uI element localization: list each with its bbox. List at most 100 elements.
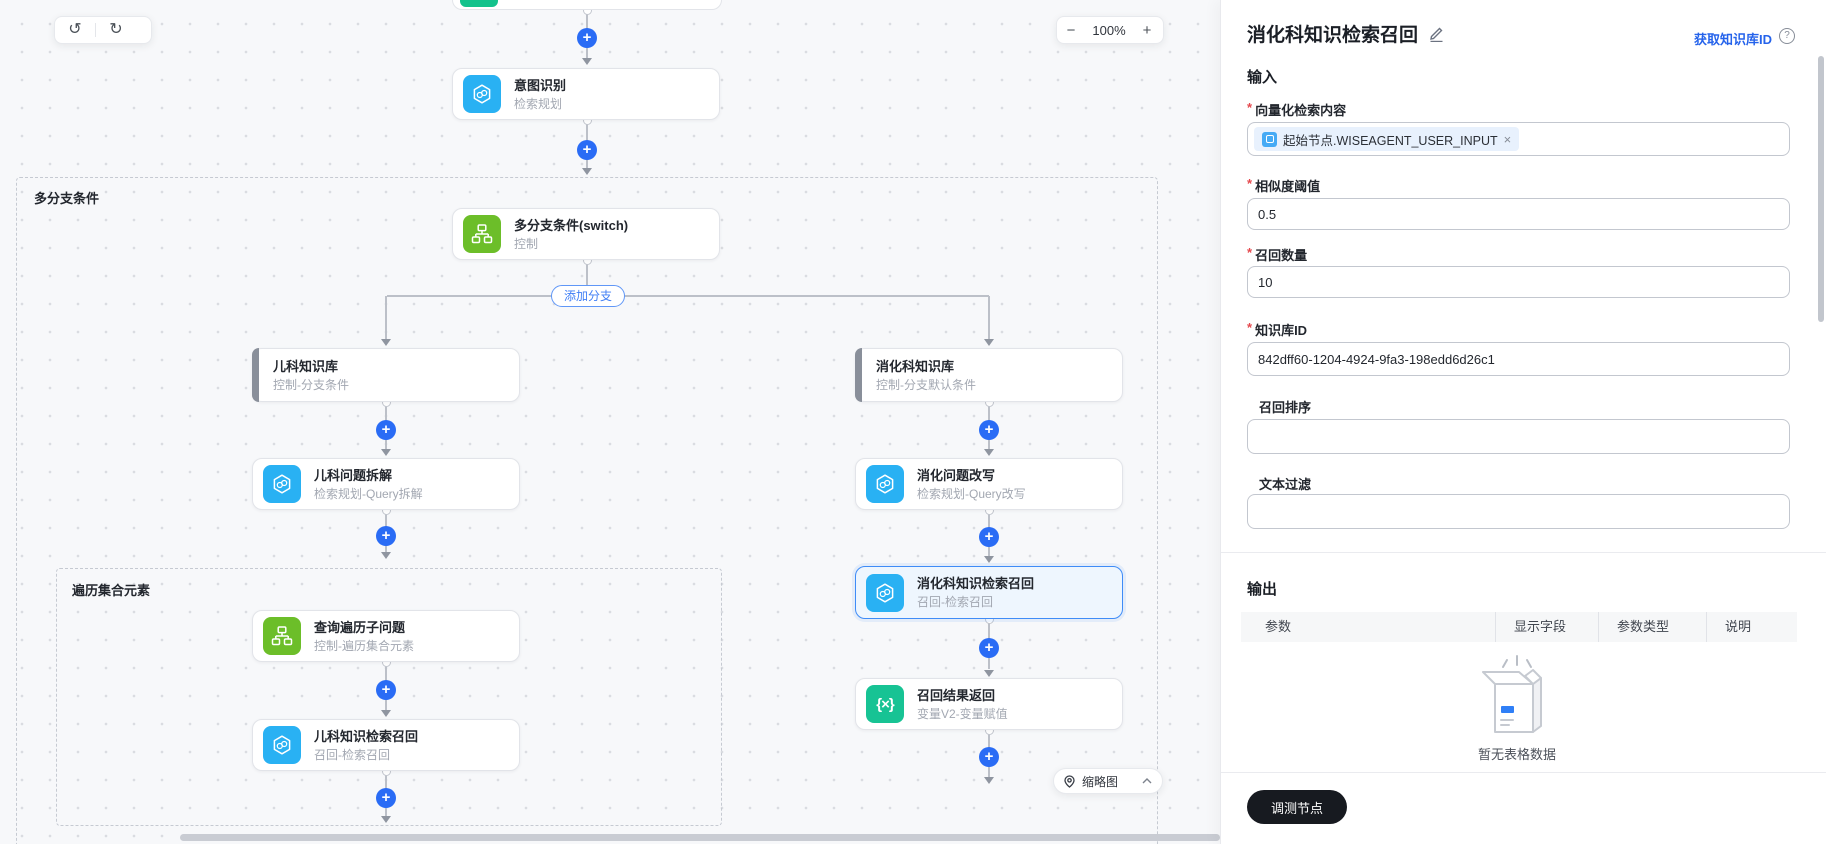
- connector-line: [385, 296, 387, 340]
- node-title: 意图识别: [514, 77, 567, 93]
- required-mark: *: [1247, 176, 1253, 191]
- arrow-down-icon: [381, 552, 391, 559]
- help-icon[interactable]: ?: [1779, 28, 1795, 44]
- add-node-button[interactable]: +: [376, 680, 396, 700]
- arrow-down-icon: [582, 58, 592, 65]
- variable-brace-icon: {×}: [866, 685, 904, 723]
- variable-tag-icon: [1262, 131, 1277, 147]
- empty-table-text: 暂无表格数据: [1477, 747, 1556, 762]
- get-kb-id-link[interactable]: 获取知识库ID: [1694, 32, 1773, 47]
- panel-header: 消化科知识检索召回: [1247, 20, 1445, 47]
- variable-tag[interactable]: 起始节点.WISEAGENT_USER_INPUT ×: [1254, 127, 1520, 151]
- hexagon-model-icon: [866, 465, 904, 503]
- column-header-param-type: 参数类型: [1598, 612, 1706, 642]
- start-node-icon: [460, 0, 498, 7]
- node-text: 消化问题改写 检索规划-Query改写: [917, 467, 1026, 502]
- zoom-out-button[interactable]: −: [1066, 21, 1076, 39]
- field-label-vector-query: * 向量化检索内容: [1247, 100, 1346, 119]
- node-subtitle: 控制-分支条件: [273, 377, 349, 392]
- panel-scrollbar[interactable]: [1818, 56, 1824, 322]
- add-node-button[interactable]: +: [979, 747, 999, 767]
- node-result-return[interactable]: {×} 召回结果返回 变量V2-变量赋值: [855, 678, 1123, 730]
- zoom-level: 100%: [1092, 22, 1126, 38]
- add-node-button[interactable]: +: [979, 527, 999, 547]
- kb-id-input[interactable]: [1247, 342, 1790, 376]
- add-node-button[interactable]: +: [979, 420, 999, 440]
- node-digest-query-rewrite[interactable]: 消化问题改写 检索规划-Query改写: [855, 458, 1123, 510]
- branch-accent-bar: [855, 348, 862, 402]
- add-node-button[interactable]: +: [577, 28, 597, 48]
- location-pin-icon: [1064, 774, 1075, 788]
- label-text: 召回排序: [1259, 400, 1312, 415]
- minimap-label: 缩略图: [1082, 774, 1119, 789]
- node-pediatric-kb-branch[interactable]: 儿科知识库 控制-分支条件: [252, 348, 520, 402]
- field-label-kb-id: * 知识库ID: [1247, 320, 1307, 339]
- add-node-button[interactable]: +: [376, 420, 396, 440]
- add-node-button[interactable]: +: [979, 638, 999, 658]
- node-intent-recognition[interactable]: 意图识别 检索规划: [452, 68, 720, 120]
- recall-sort-input[interactable]: [1247, 419, 1790, 454]
- label-text: 向量化检索内容: [1255, 103, 1347, 118]
- node-title: 消化科知识检索召回: [917, 576, 1035, 591]
- output-section-heading: 输出: [1247, 581, 1278, 598]
- connector-line: [988, 296, 990, 340]
- canvas-horizontal-scrollbar[interactable]: [180, 834, 1220, 841]
- node-start-clipped[interactable]: [452, 0, 722, 10]
- node-subtitle: 检索规划: [514, 96, 563, 111]
- minimap-toggle[interactable]: 缩略图: [1053, 768, 1163, 794]
- node-subtitle: 控制-分支默认条件: [876, 377, 976, 392]
- node-subtitle: 召回-检索召回: [314, 747, 390, 762]
- node-config-panel: 消化科知识检索召回 获取知识库ID ? 输入 * 向量化检索内容 起始节点.WI…: [1220, 0, 1826, 844]
- node-text: 召回结果返回 变量V2-变量赋值: [917, 687, 1008, 722]
- node-pediatric-knowledge-recall[interactable]: 儿科知识检索召回 召回-检索召回: [252, 719, 520, 771]
- node-title: 消化科知识库: [876, 358, 955, 374]
- field-label-recall-sort: 召回排序: [1259, 397, 1311, 416]
- edit-pencil-icon[interactable]: [1428, 25, 1445, 42]
- node-title: 儿科知识检索召回: [314, 728, 419, 744]
- node-loop-sub-question[interactable]: 查询遍历子问题 控制-遍历集合元素: [252, 610, 520, 662]
- similarity-input[interactable]: [1247, 198, 1790, 230]
- section-divider: [1221, 552, 1826, 553]
- node-text: 意图识别 检索规划: [514, 77, 566, 112]
- undo-icon[interactable]: ↺: [68, 21, 82, 38]
- redo-icon[interactable]: ↻: [109, 21, 123, 38]
- node-text: 多分支条件(switch) 控制: [514, 217, 628, 252]
- node-digest-kb-branch[interactable]: 消化科知识库 控制-分支默认条件: [855, 348, 1123, 402]
- node-text: 消化科知识库 控制-分支默认条件: [876, 358, 976, 393]
- node-pediatric-query-split[interactable]: 儿科问题拆解 检索规划-Query拆解: [252, 458, 520, 510]
- node-text: 儿科知识检索召回 召回-检索召回: [314, 728, 418, 763]
- workflow-canvas[interactable]: 多分支条件 遍历集合元素: [0, 0, 1220, 844]
- arrow-down-icon: [582, 168, 592, 175]
- node-title: 儿科知识库: [273, 358, 339, 374]
- tag-close-icon[interactable]: ×: [1503, 131, 1512, 147]
- arrow-down-icon: [984, 670, 994, 677]
- group-switch-branches: [16, 177, 1158, 844]
- branch-tree-icon: [463, 215, 501, 253]
- branch-accent-bar: [252, 348, 259, 402]
- chevron-up-icon: [1142, 778, 1152, 784]
- arrow-down-icon: [381, 339, 391, 346]
- add-node-button[interactable]: +: [376, 788, 396, 808]
- add-node-button[interactable]: +: [376, 526, 396, 546]
- undo-redo-toolbar: ↺ ↻: [54, 16, 152, 44]
- field-label-text-filter: 文本过滤: [1259, 474, 1311, 493]
- required-mark: *: [1247, 100, 1253, 115]
- connector-line: [586, 264, 588, 296]
- debug-node-button[interactable]: 调测节点: [1247, 790, 1347, 824]
- recall-count-input[interactable]: [1247, 266, 1790, 298]
- zoom-in-button[interactable]: +: [1142, 21, 1152, 39]
- vector-query-input[interactable]: 起始节点.WISEAGENT_USER_INPUT ×: [1247, 122, 1790, 156]
- branch-split-line: [387, 295, 989, 297]
- node-subtitle: 召回-检索召回: [917, 595, 993, 609]
- add-branch-button[interactable]: 添加分支: [551, 285, 626, 307]
- toolbar-divider: [95, 23, 96, 37]
- add-node-button[interactable]: +: [577, 140, 597, 160]
- node-text: 儿科问题拆解 检索规划-Query拆解: [314, 467, 423, 502]
- node-text: 查询遍历子问题 控制-遍历集合元素: [314, 619, 414, 654]
- node-switch[interactable]: 多分支条件(switch) 控制: [452, 208, 720, 260]
- node-text: 消化科知识检索召回 召回-检索召回: [917, 575, 1034, 610]
- text-filter-input[interactable]: [1247, 494, 1790, 529]
- input-section-heading: 输入: [1247, 69, 1278, 86]
- node-digest-knowledge-recall-selected[interactable]: 消化科知识检索召回 召回-检索召回: [855, 566, 1123, 619]
- group-loop: [56, 568, 722, 826]
